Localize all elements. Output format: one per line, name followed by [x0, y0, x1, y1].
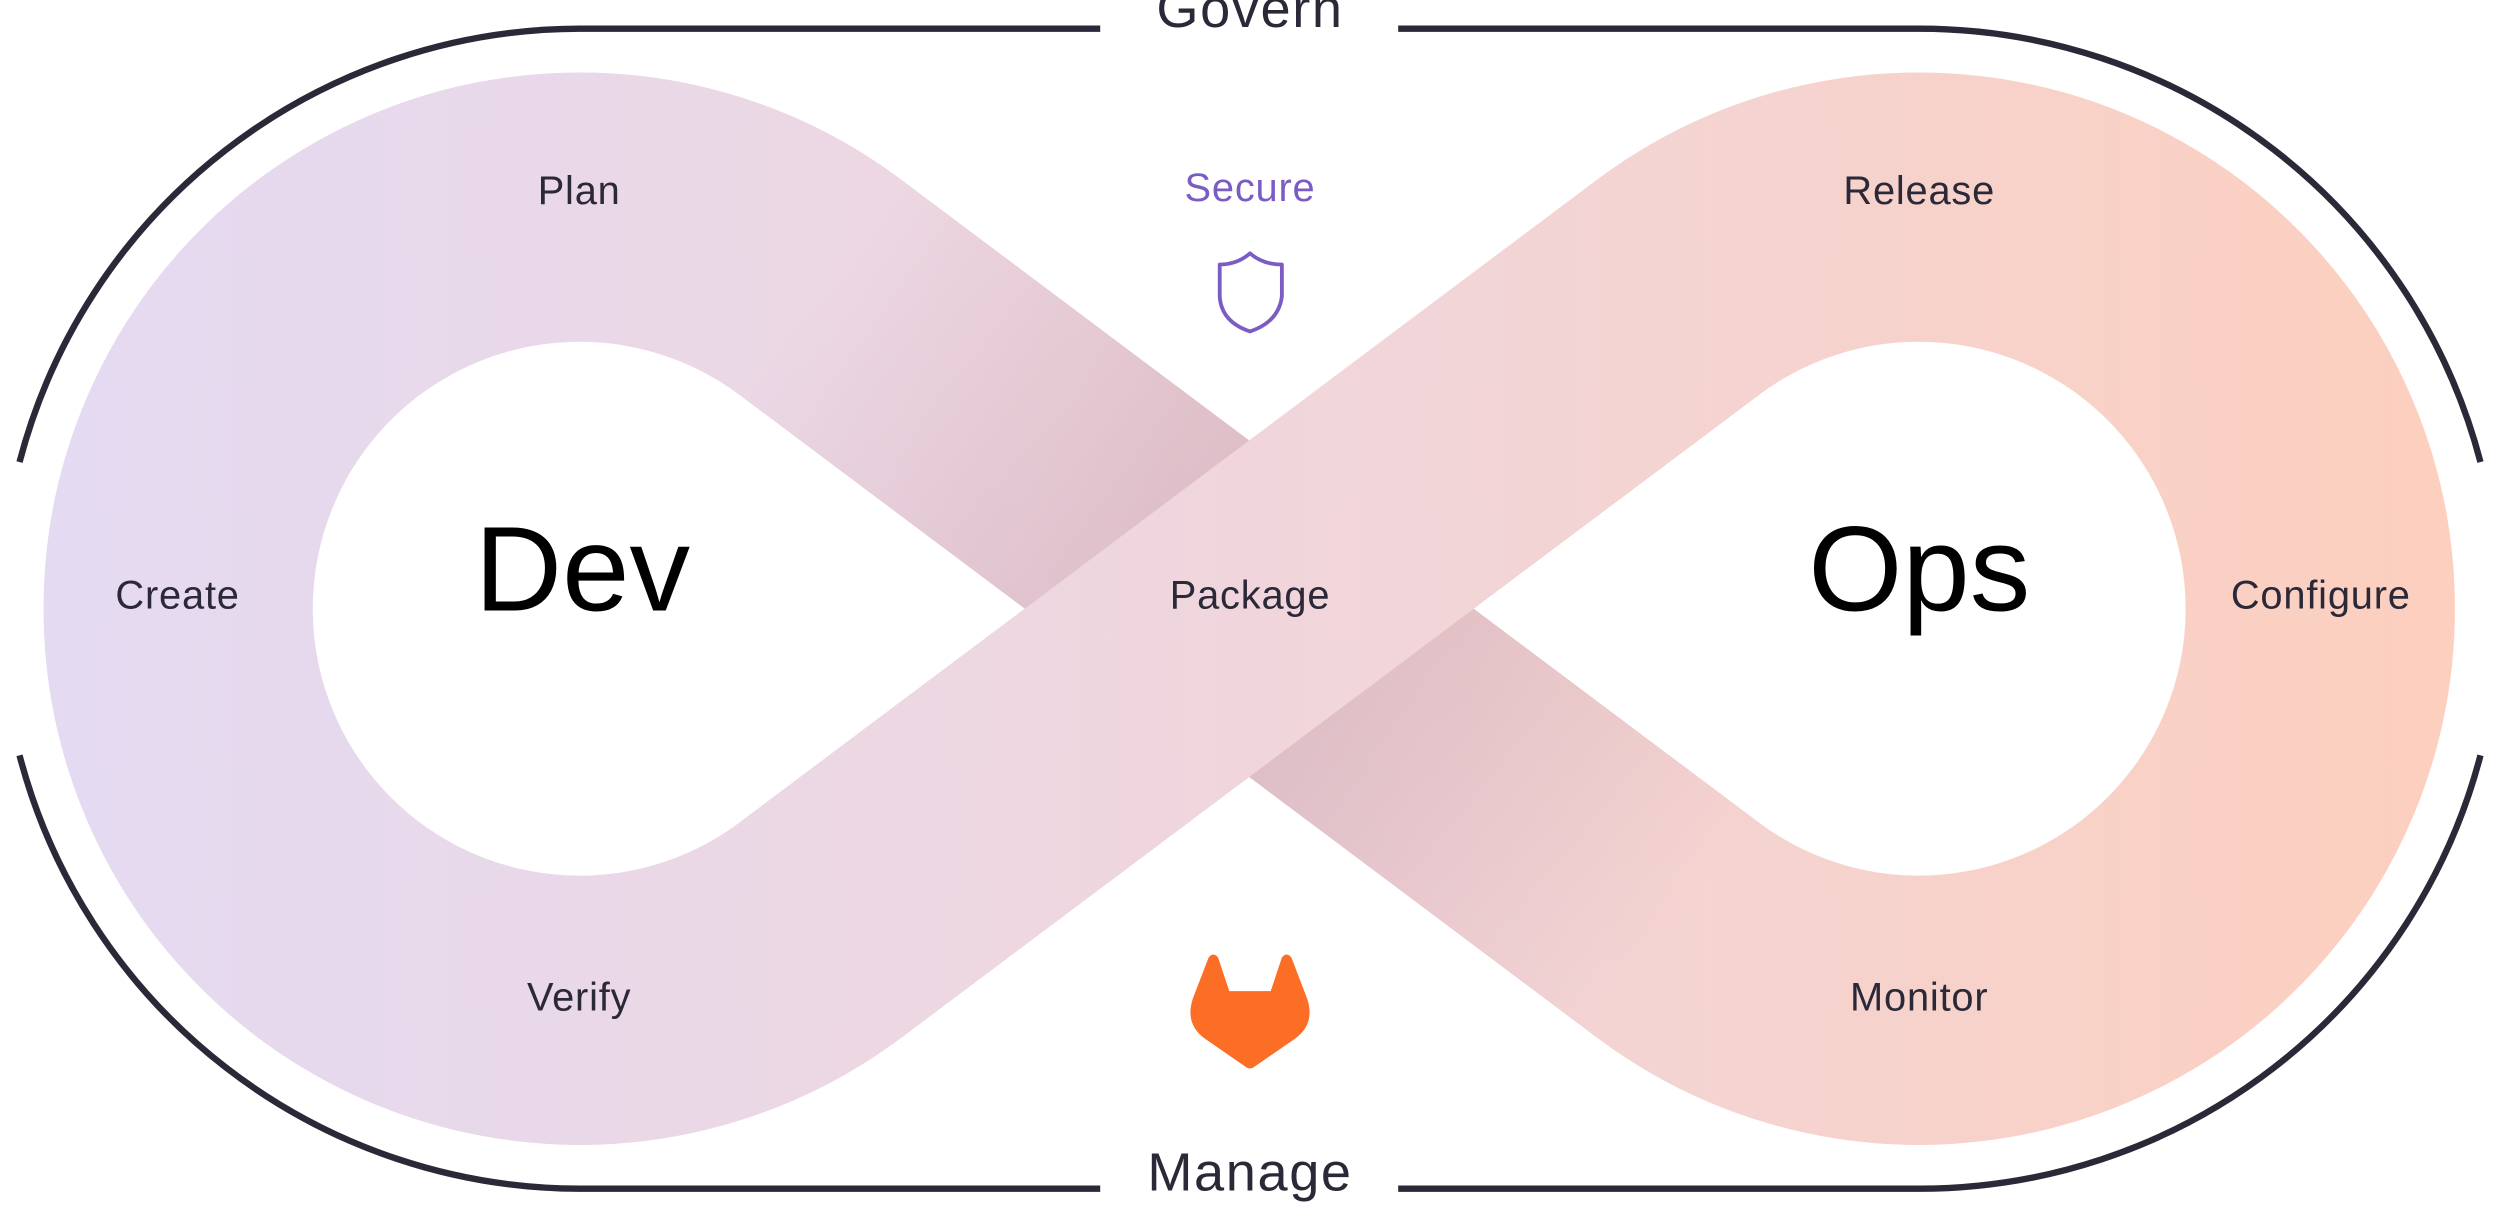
stage-create: Create [115, 574, 239, 618]
gitlab-fox-icon [1190, 954, 1310, 1069]
band-over-segment [739, 179, 1760, 1039]
stage-secure: Secure [1185, 166, 1316, 210]
infinity-loop [43, 72, 2455, 1145]
infinity-band [43, 72, 2455, 1145]
stage-release: Release [1843, 169, 1995, 213]
stage-configure: Configure [2231, 574, 2411, 618]
shield-icon [1217, 251, 1284, 334]
govern-manage-brackets [16, 25, 2484, 1192]
stage-monitor: Monitor [1850, 975, 1988, 1019]
stage-verify: Verify [527, 975, 631, 1019]
dev-label: Dev [475, 500, 691, 636]
stage-package: Package [1170, 574, 1331, 618]
bracket-top-left [16, 25, 1101, 463]
bracket-bottom-right [1398, 754, 2484, 1192]
manage-label: Manage [1147, 1142, 1352, 1202]
stage-plan: Plan [538, 169, 621, 213]
ops-label: Ops [1808, 500, 2030, 636]
bracket-top-right [1398, 25, 2484, 463]
govern-label: Govern [1156, 0, 1343, 39]
bracket-bottom-left [16, 754, 1101, 1192]
